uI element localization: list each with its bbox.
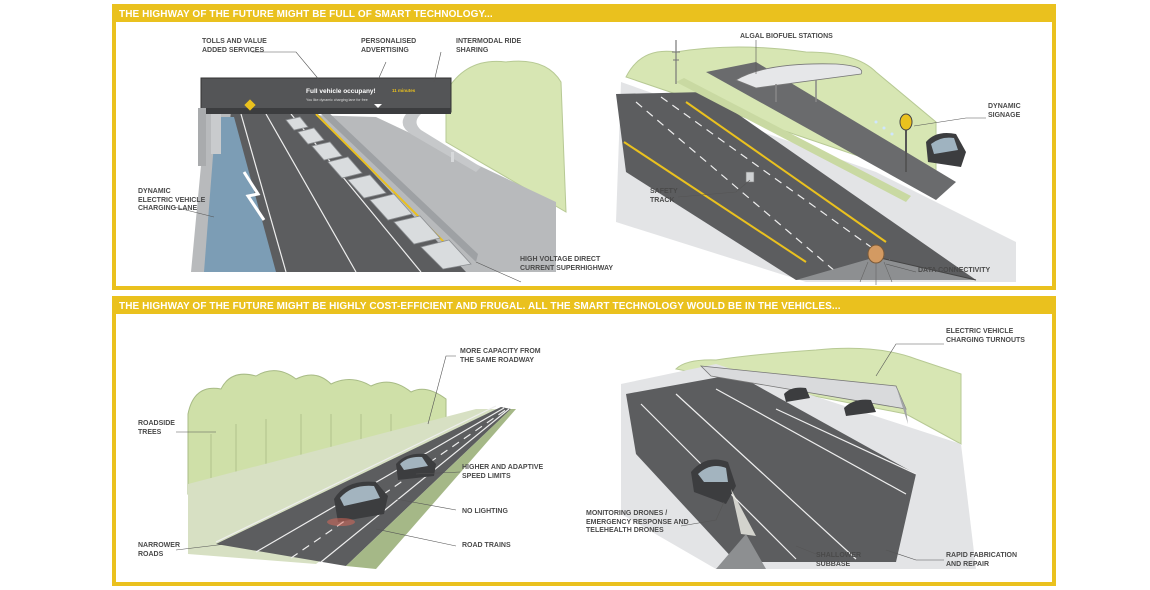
sign-headline: Full vehicle occupany! xyxy=(306,88,376,95)
label-data-connectivity: DATA CONNECTIVITY xyxy=(918,267,991,274)
frugal-road-scene xyxy=(187,370,516,569)
label-lighting: NO LIGHTING xyxy=(462,508,508,515)
label-turnouts: ELECTRIC VEHICLE CHARGING TURNOUTS xyxy=(946,328,1025,344)
label-superhighway: HIGH VOLTAGE DIRECT CURRENT SUPERHIGHWAY xyxy=(520,256,614,272)
label-signage: DYNAMIC SIGNAGE xyxy=(988,103,1021,119)
label-trees: ROADSIDE TREES xyxy=(138,420,175,436)
label-advertising: PERSONALISED ADVERTISING xyxy=(361,38,417,54)
label-subbase: SHALLOWER SUBBASE xyxy=(816,552,862,568)
top-panel: THE HIGHWAY OF THE FUTURE MIGHT BE FULL … xyxy=(112,4,1056,290)
label-drones: MONITORING DRONES / EMERGENCY RESPONSE A… xyxy=(586,510,689,534)
top-illustrations: Full vehicle occupany! You like dynamic … xyxy=(173,40,1016,285)
label-biofuel: ALGAL BIOFUEL STATIONS xyxy=(740,33,833,40)
label-narrow: NARROWER ROADS xyxy=(138,542,180,558)
label-road-trains: ROAD TRAINS xyxy=(462,542,511,549)
bottom-banner: THE HIGHWAY OF THE FUTURE MIGHT BE HIGHL… xyxy=(116,300,1052,314)
label-ride-sharing: INTERMODAL RIDE SHARING xyxy=(456,38,522,54)
sign-subline: You like dynamic charging lane for free xyxy=(306,98,368,102)
turnouts-scene xyxy=(621,347,976,569)
biofuel-scene xyxy=(616,40,1016,285)
label-capacity: MORE CAPACITY FROM THE SAME ROADWAY xyxy=(460,348,541,364)
bottom-illustrations xyxy=(175,343,976,569)
label-charging-lane: DYNAMIC ELECTRIC VEHICLE CHARGING LANE xyxy=(138,188,206,212)
label-fabrication: RAPID FABRICATION AND REPAIR xyxy=(946,552,1018,568)
label-speed: HIGHER AND ADAPTIVE SPEED LIMITS xyxy=(462,464,544,480)
bottom-panel: THE HIGHWAY OF THE FUTURE MIGHT BE HIGHL… xyxy=(112,296,1056,586)
label-safety-track: SAFETY TRACK xyxy=(650,188,678,204)
bottom-leader-lines xyxy=(175,343,944,561)
top-banner: THE HIGHWAY OF THE FUTURE MIGHT BE FULL … xyxy=(116,8,1052,22)
label-tolls: TOLLS AND VALUE ADDED SERVICES xyxy=(202,38,267,54)
smart-highway-scene: Full vehicle occupany! You like dynamic … xyxy=(191,60,567,273)
top-leader-lines xyxy=(173,40,986,283)
sign-minutes: 11 minutes xyxy=(392,88,416,93)
